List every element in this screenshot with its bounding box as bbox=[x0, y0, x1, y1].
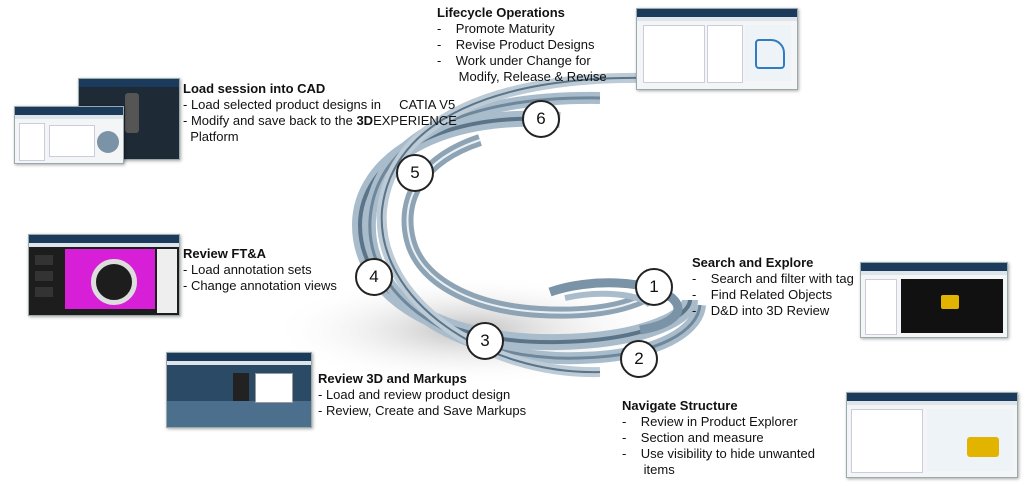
step-5-title: Load session into CAD bbox=[183, 81, 326, 96]
step-6-line: - Revise Product Designs bbox=[437, 37, 595, 52]
step-2-line: - Section and measure bbox=[622, 430, 764, 445]
step-6-title: Lifecycle Operations bbox=[437, 5, 565, 20]
step-6-badge: 6 bbox=[522, 100, 560, 138]
step-1-line: - Search and filter with tag bbox=[692, 271, 854, 286]
fta-screenshot bbox=[28, 234, 180, 316]
excavator-icon bbox=[755, 39, 785, 69]
structure-screenshot bbox=[846, 392, 1018, 478]
step-2-line: - Use visibility to hide unwanted bbox=[622, 446, 815, 461]
step-6-block: Lifecycle Operations - Promote Maturity … bbox=[437, 5, 607, 85]
markup-screenshot bbox=[166, 352, 312, 428]
step-1-title: Search and Explore bbox=[692, 255, 814, 270]
step-4-badge: 4 bbox=[355, 258, 393, 296]
step-2-line: items bbox=[622, 462, 675, 477]
step-3-line: - Review, Create and Save Markups bbox=[318, 403, 527, 418]
search-screenshot bbox=[860, 262, 1008, 338]
step-4-line: - Load annotation sets bbox=[183, 262, 312, 277]
step-1-badge: 1 bbox=[635, 268, 673, 306]
step-3-block: Review 3D and Markups - Load and review … bbox=[318, 371, 526, 419]
step-2-block: Navigate Structure - Review in Product E… bbox=[622, 398, 815, 478]
step-5-line: - Modify and save back to the 3DEXPERIEN… bbox=[183, 113, 457, 129]
step-3-badge: 3 bbox=[466, 322, 504, 360]
step-4-line: - Change annotation views bbox=[183, 278, 337, 293]
step-4-block: Review FT&A - Load annotation sets - Cha… bbox=[183, 246, 337, 294]
step-3-title: Review 3D and Markups bbox=[318, 371, 467, 386]
step-6-line: Modify, Release & Revise bbox=[437, 69, 607, 84]
excavator-icon bbox=[941, 295, 959, 309]
step-5-badge: 5 bbox=[396, 154, 434, 192]
step-1-line: - D&D into 3D Review bbox=[692, 303, 830, 318]
step-2-title: Navigate Structure bbox=[622, 398, 738, 413]
step-5-line: - Load selected product designs in CATIA… bbox=[183, 97, 456, 112]
excavator-icon bbox=[967, 437, 999, 457]
step-6-line: - Work under Change for bbox=[437, 53, 591, 68]
step-5-block: Load session into CAD - Load selected pr… bbox=[183, 81, 457, 145]
step-3-line: - Load and review product design bbox=[318, 387, 511, 402]
step-1-line: - Find Related Objects bbox=[692, 287, 833, 302]
step-5-bold: 3D bbox=[356, 113, 374, 128]
lifecycle-screenshot bbox=[636, 8, 798, 90]
step-1-block: Search and Explore - Search and filter w… bbox=[692, 255, 854, 319]
step-4-title: Review FT&A bbox=[183, 246, 267, 261]
step-2-badge: 2 bbox=[620, 340, 658, 378]
step-2-line: - Review in Product Explorer bbox=[622, 414, 798, 429]
step-6-line: - Promote Maturity bbox=[437, 21, 555, 36]
step-5-line-text: - Modify and save back to the bbox=[183, 113, 357, 128]
cad-screenshot-front bbox=[14, 106, 124, 164]
step-5-line: Platform bbox=[183, 129, 239, 144]
step-5-after-bold: EXPERIENCE bbox=[373, 113, 457, 128]
